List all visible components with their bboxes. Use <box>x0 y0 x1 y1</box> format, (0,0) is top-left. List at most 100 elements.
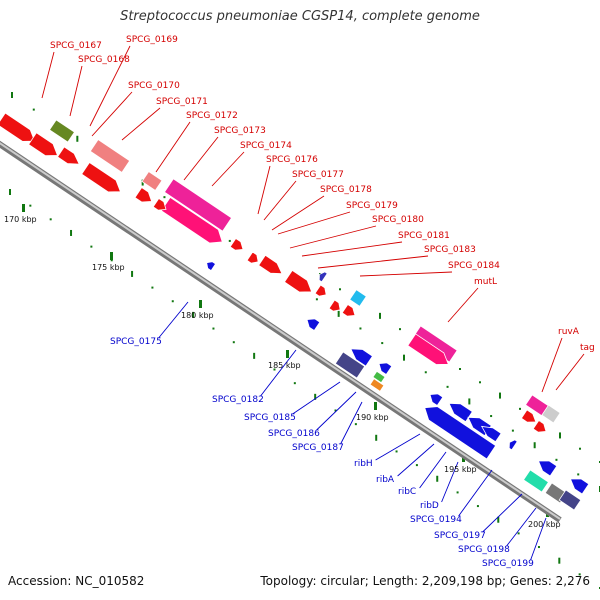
label-leader-line <box>257 165 271 215</box>
scale-tick <box>273 368 276 371</box>
gene-label-spcg-0168: SPCG_0168 <box>78 55 130 65</box>
label-leader-line <box>340 401 363 445</box>
genome-summary-text: Topology: circular; Length: 2,209,198 bp… <box>260 574 590 588</box>
label-leader-line <box>121 107 161 141</box>
label-leader-line <box>292 381 341 415</box>
forward-gene-arrow <box>520 409 537 423</box>
reverse-gene-arrow <box>349 289 367 307</box>
scale-tick <box>415 464 418 467</box>
scale-tick <box>517 532 520 535</box>
label-leader-line <box>482 493 523 533</box>
scale-tick <box>490 415 493 418</box>
tick-label-195-kbp: 195 kbp <box>444 465 477 474</box>
label-leader-line <box>359 271 453 277</box>
label-leader-line <box>41 51 55 99</box>
forward-gene-arrow <box>532 419 547 433</box>
gene-label-spcg-0171: SPCG_0171 <box>156 97 208 107</box>
forward-gene-arrow <box>229 237 244 251</box>
reverse-gene-arrow <box>206 261 217 272</box>
leader-lines-layer <box>41 45 585 561</box>
accession-text: Accession: NC_010582 <box>8 574 145 588</box>
scale-tick <box>334 409 337 412</box>
reverse-gene-arrow <box>537 460 558 477</box>
scale-tick <box>375 434 378 441</box>
forward-gene-arrow <box>0 112 36 142</box>
label-leader-line <box>263 180 297 221</box>
scale-tick <box>192 311 195 318</box>
scale-tick <box>354 423 357 426</box>
gene-label-spcg-0180: SPCG_0180 <box>372 215 424 225</box>
forward-gene-arrow <box>407 333 449 365</box>
scale-tick <box>337 310 340 317</box>
label-leader-line <box>155 121 191 173</box>
forward-gene-arrow <box>314 284 327 297</box>
major-tick-mark <box>22 204 25 212</box>
label-leader-line <box>271 195 325 231</box>
label-leader-line <box>316 391 357 431</box>
gene-label-spcg-0181: SPCG_0181 <box>398 231 450 241</box>
scale-tick <box>537 546 540 549</box>
tick-layer <box>9 92 600 589</box>
forward-gene-arrow <box>328 299 341 312</box>
forward-gene-arrow <box>134 187 153 203</box>
label-leader-line <box>289 225 377 249</box>
genes-layer <box>0 112 590 511</box>
scale-tick <box>9 189 11 195</box>
gene-label-spcg-0198: SPCG_0198 <box>458 545 510 555</box>
scale-tick <box>499 392 501 399</box>
reverse-gene-arrow <box>318 271 328 283</box>
label-leader-line <box>158 301 189 339</box>
scale-tick <box>511 429 514 432</box>
scale-tick <box>232 341 235 344</box>
scale-tick <box>49 218 52 221</box>
gene-label-spcg-0199: SPCG_0199 <box>482 559 534 569</box>
gene-label-ribh: ribH <box>354 459 373 469</box>
forward-gene-arrow <box>283 269 313 293</box>
gene-label-ruva: ruvA <box>558 327 580 337</box>
reverse-gene-arrow <box>369 378 385 392</box>
scale-tick <box>424 371 427 374</box>
gene-label-spcg-0169: SPCG_0169 <box>126 35 178 45</box>
scale-tick <box>76 135 79 142</box>
scale-tick <box>171 300 174 303</box>
gene-label-spcg-0194: SPCG_0194 <box>410 515 462 525</box>
forward-gene-arrow <box>246 251 259 264</box>
major-tick-mark <box>286 350 289 358</box>
reverse-gene-arrow <box>569 478 590 495</box>
tick-label-190-kbp: 190 kbp <box>356 413 389 422</box>
scale-tick <box>476 505 479 508</box>
reverse-gene-arrow <box>522 469 550 493</box>
scale-tick <box>559 432 561 439</box>
gene-label-riba: ribA <box>376 475 395 485</box>
scale-tick <box>359 327 362 330</box>
gene-label-spcg-0174: SPCG_0174 <box>240 141 292 151</box>
scale-tick <box>90 245 93 248</box>
forward-gene-arrow <box>258 254 283 275</box>
gene-label-spcg-0167: SPCG_0167 <box>50 41 102 51</box>
label-leader-line <box>301 241 403 257</box>
label-leader-line <box>555 353 585 391</box>
scale-tick <box>32 108 35 111</box>
scale-tick <box>253 352 256 359</box>
reverse-gene-arrow <box>424 406 497 460</box>
gene-label-tag: tag <box>580 343 595 353</box>
reverse-gene-arrow <box>350 348 374 367</box>
tick-label-185-kbp: 185 kbp <box>268 361 301 370</box>
scale-tick <box>436 475 439 482</box>
scale-tick <box>29 204 32 207</box>
forward-gene-arrow <box>28 132 59 157</box>
gene-label-spcg-0197: SPCG_0197 <box>434 531 486 541</box>
label-leader-line <box>69 65 83 117</box>
label-leader-line <box>260 349 297 397</box>
scale-tick <box>70 229 73 236</box>
scale-tick <box>399 328 401 331</box>
scale-tick <box>446 385 449 388</box>
major-tick-mark <box>110 252 113 260</box>
scale-tick <box>379 312 381 319</box>
reverse-gene-arrow <box>508 439 518 451</box>
forward-gene-arrow <box>89 139 131 173</box>
scale-tick <box>228 239 231 242</box>
gene-label-spcg-0179: SPCG_0179 <box>346 201 398 211</box>
gene-label-spcg-0184: SPCG_0184 <box>448 261 500 271</box>
scale-tick <box>315 298 318 301</box>
